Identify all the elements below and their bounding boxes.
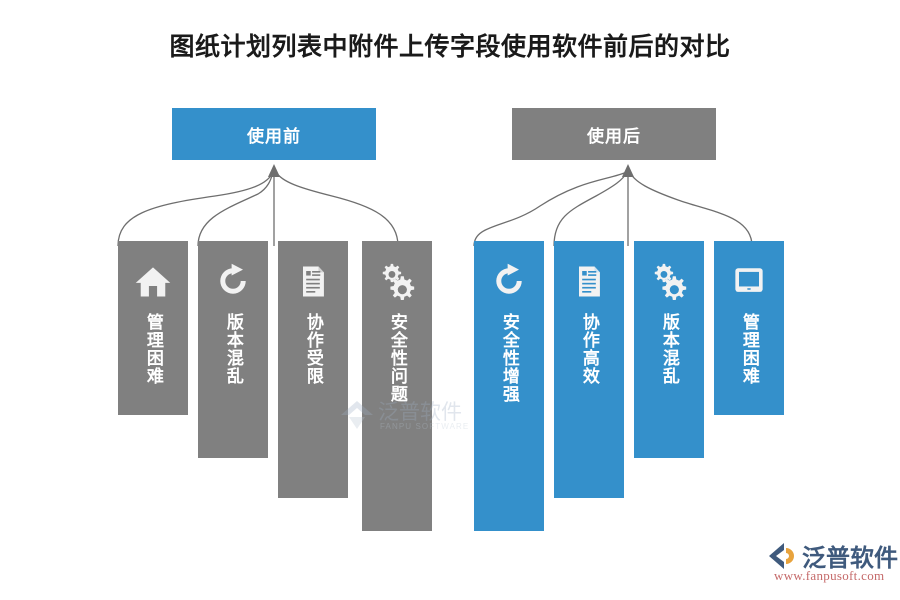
column-after-3-label: 版本混乱 [659, 313, 679, 385]
column-after-1-label: 安全性增强 [499, 313, 519, 403]
column-before-1[interactable]: 管理困难 [118, 241, 188, 415]
column-after-1[interactable]: 安全性增强 [474, 241, 544, 531]
column-after-3[interactable]: 版本混乱 [634, 241, 704, 458]
brand-url: www.fanpusoft.com [774, 568, 885, 583]
column-before-4[interactable]: 安全性问题 [362, 241, 432, 531]
brand-name: 泛普软件 [802, 545, 898, 572]
connector-after-1 [473, 171, 628, 247]
column-before-2-label: 版本混乱 [223, 313, 243, 385]
gears-icon [375, 259, 419, 303]
gears-icon [647, 259, 691, 303]
document-icon [567, 259, 611, 303]
connector-before-2 [197, 171, 274, 247]
document-icon [291, 259, 335, 303]
arrowhead-after [622, 164, 634, 177]
monitor-icon [727, 259, 771, 303]
column-after-2[interactable]: 协作高效 [554, 241, 624, 498]
header-before[interactable]: 使用前 [172, 108, 376, 160]
column-before-1-label: 管理困难 [143, 313, 163, 385]
connector-after-2 [553, 171, 628, 247]
column-before-3[interactable]: 协作受限 [278, 241, 348, 498]
connector-before-4 [275, 171, 399, 247]
column-after-4[interactable]: 管理困难 [714, 241, 784, 415]
brand-mark-icon [769, 543, 794, 569]
column-before-2[interactable]: 版本混乱 [198, 241, 268, 458]
page-title: 图纸计划列表中附件上传字段使用软件前后的对比 [169, 33, 731, 61]
brand-logo: 泛普软件 www.fanpusoft.com [768, 540, 898, 590]
header-after[interactable]: 使用后 [512, 108, 716, 160]
column-after-2-label: 协作高效 [579, 313, 599, 385]
home-icon [131, 259, 175, 303]
arrowhead-before [268, 164, 280, 177]
column-before-4-label: 安全性问题 [387, 313, 407, 403]
column-before-3-label: 协作受限 [303, 313, 323, 385]
refresh-icon [211, 259, 255, 303]
connector-after-4 [629, 171, 753, 247]
column-after-4-label: 管理困难 [739, 313, 759, 385]
refresh-icon [487, 259, 531, 303]
connector-before-1 [117, 171, 274, 247]
